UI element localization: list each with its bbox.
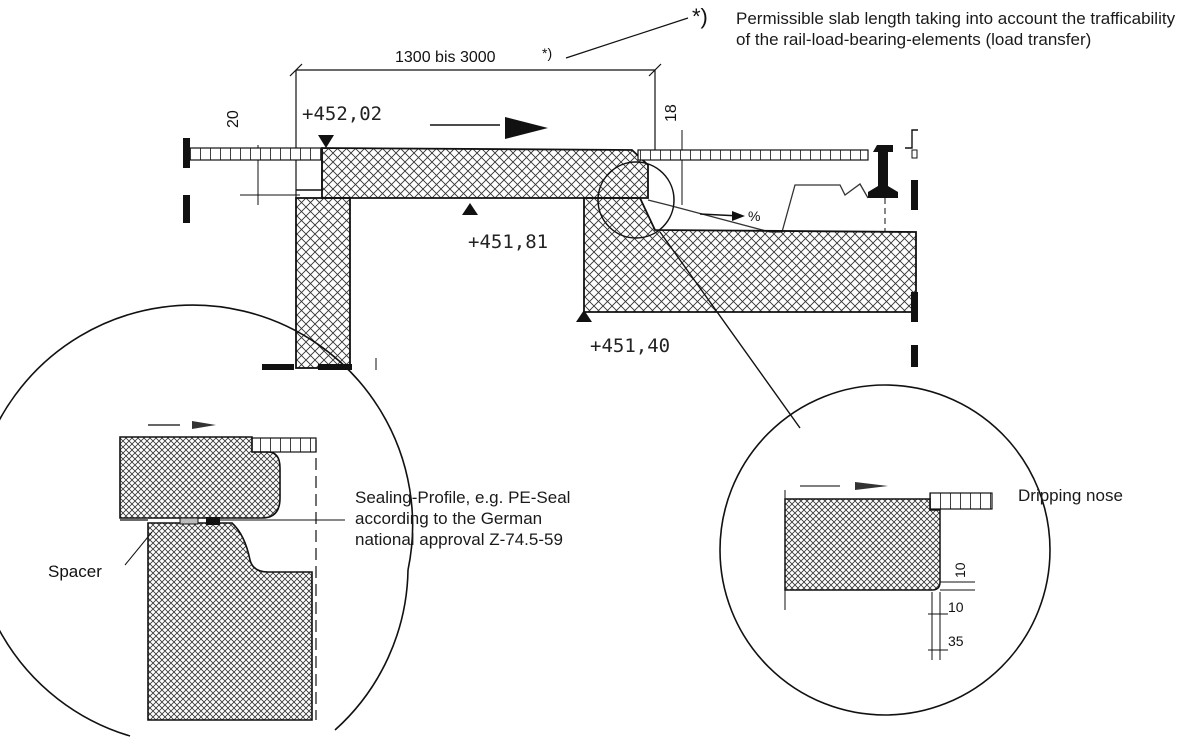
dimension-20: 20 bbox=[225, 110, 242, 128]
detail-dim-35: 35 bbox=[948, 633, 964, 649]
elevation-marker-mid bbox=[462, 203, 478, 215]
elevation-marker-low bbox=[576, 310, 592, 322]
dimension-18: 18 bbox=[663, 104, 680, 122]
footnote-leader bbox=[565, 17, 689, 59]
permissible-length-note: Permissible slab length taking into acco… bbox=[736, 9, 1176, 49]
flow-arrow-head bbox=[505, 117, 548, 139]
detail-callout-circle bbox=[597, 161, 675, 239]
elevation-top: +452,02 bbox=[302, 103, 382, 125]
left-edge-mark-1 bbox=[183, 138, 190, 168]
elevation-low: +451,40 bbox=[590, 335, 670, 357]
main-slab bbox=[321, 147, 649, 199]
span-footnote-mark: *) bbox=[542, 45, 552, 61]
elevation-mid: +451,81 bbox=[468, 231, 548, 253]
right-grating bbox=[637, 149, 869, 161]
sealing-profile-note: Sealing-Profile, e.g. PE-Seal according … bbox=[355, 488, 571, 549]
detail-right bbox=[719, 384, 1051, 716]
left-grating bbox=[189, 147, 323, 161]
right-slab bbox=[583, 197, 917, 313]
left-column bbox=[295, 197, 351, 369]
left-edge-mark-2 bbox=[183, 195, 190, 223]
dripping-nose-label: Dripping nose bbox=[1018, 486, 1123, 505]
elevation-marker-top bbox=[318, 135, 334, 148]
detail-dim-10a: 10 bbox=[952, 562, 968, 578]
slope-label: % bbox=[748, 208, 760, 224]
detail-dim-10b: 10 bbox=[948, 599, 964, 615]
rail-profile bbox=[868, 145, 898, 198]
footnote-marker: *) bbox=[692, 4, 708, 29]
spacer-label: Spacer bbox=[48, 562, 102, 581]
detail-leader bbox=[659, 231, 801, 429]
span-dimension bbox=[289, 63, 662, 200]
detail-left bbox=[0, 304, 414, 737]
span-dimension-label: 1300 bis 3000 bbox=[395, 49, 496, 66]
